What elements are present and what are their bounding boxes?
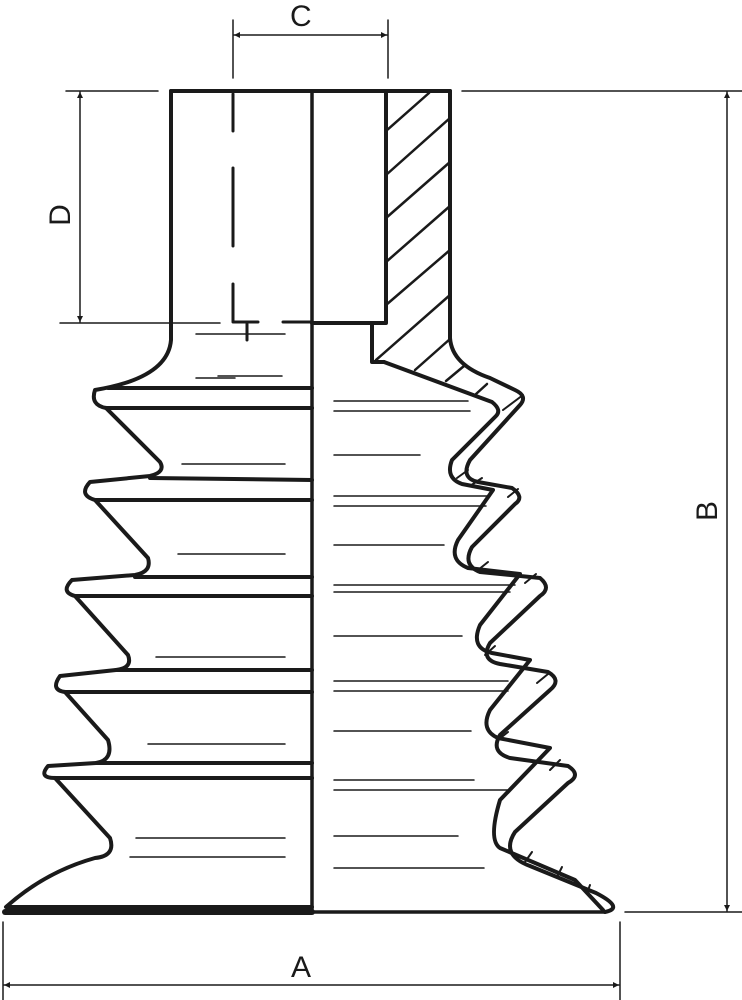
dimension-D [65,90,159,323]
dimension-label-d: D [43,204,77,226]
dimension-B [461,90,742,913]
dimension-C [232,19,389,79]
right-section-profile [382,336,616,914]
dimension-label-c: C [290,0,312,33]
left-profile [4,321,314,909]
hidden-bore-line [231,92,314,342]
right-section-ticks [456,394,591,894]
dimension-label-b: B [691,500,725,522]
dimension-A [2,921,621,1000]
right-shade-lines [333,400,516,869]
left-shade-lines [129,375,286,858]
section-hatching [374,91,489,396]
dimension-label-a: A [291,951,312,984]
